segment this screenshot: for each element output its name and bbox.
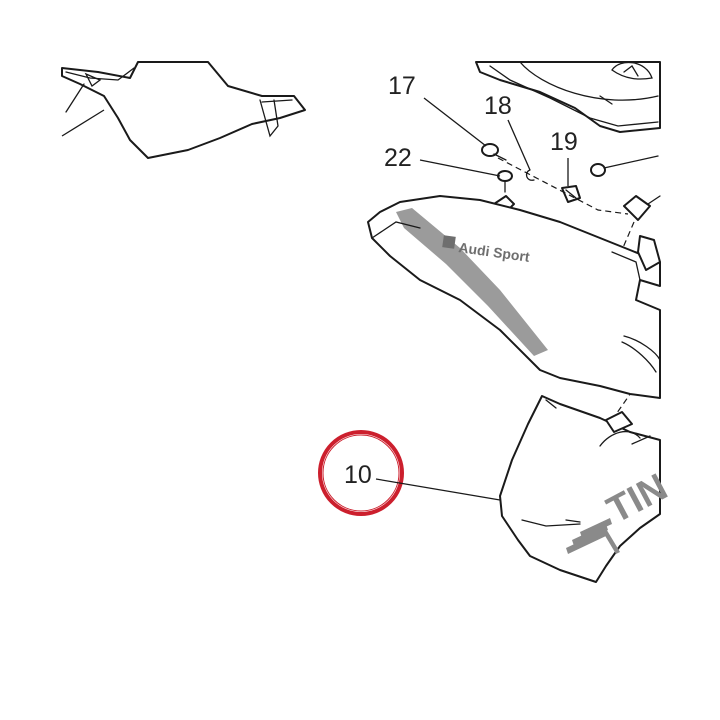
fastener-18-clip	[525, 169, 535, 181]
front-cover-part-10: TIN	[499, 395, 674, 583]
fastener-clip-right	[623, 195, 661, 221]
upper-left-part	[61, 61, 306, 159]
callout-label-17: 17	[388, 72, 416, 100]
callout-10: 10	[318, 430, 501, 516]
callout-label-10: 10	[344, 461, 372, 489]
stripes-decal	[566, 518, 620, 554]
fastener-19-bracket	[561, 185, 581, 203]
fastener-grommet	[590, 155, 659, 177]
callout-label-19: 19	[550, 128, 578, 156]
side-cover-panel: Audi Sport	[367, 195, 661, 399]
callout-22: 22	[384, 144, 501, 177]
callout-17: 17	[388, 72, 487, 147]
callout-19: 19	[550, 128, 578, 186]
gray-stripe	[396, 208, 548, 356]
fastener-17-screw	[481, 143, 507, 161]
highlight-circle-inner-ring	[322, 434, 400, 512]
callout-18: 18	[484, 92, 531, 171]
callout-label-18: 18	[484, 92, 512, 120]
highlight-circle	[318, 430, 404, 516]
audi-sport-logo-mark	[442, 235, 456, 249]
upper-right-plate	[475, 61, 661, 133]
callout-label-22: 22	[384, 144, 412, 172]
